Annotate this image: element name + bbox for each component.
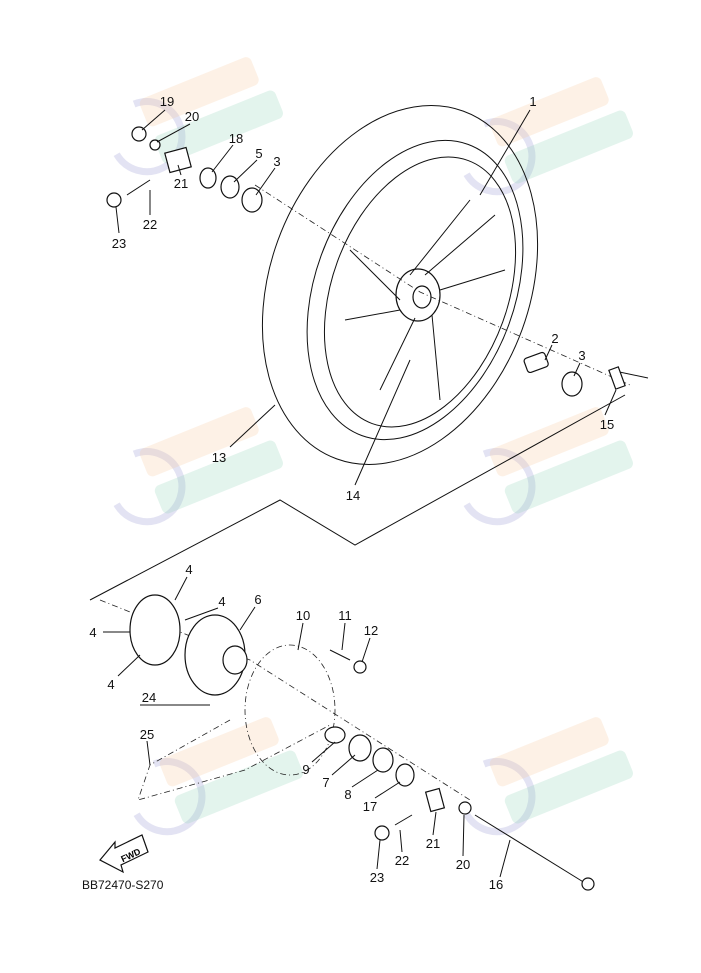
callout-4c: 4 [89, 625, 96, 640]
callout-18: 18 [229, 131, 243, 146]
fwd-arrow-icon: FWD [99, 834, 149, 874]
leader-lines [103, 109, 617, 878]
callout-23b: 23 [370, 870, 384, 885]
callout-14: 14 [346, 488, 360, 503]
callout-9: 9 [302, 762, 309, 777]
callout-4d: 4 [107, 677, 114, 692]
callout-13: 13 [212, 450, 226, 465]
watermark-mark [113, 57, 283, 176]
callout-21: 21 [174, 176, 188, 191]
watermark-mark [463, 717, 633, 836]
callout-23: 23 [112, 236, 126, 251]
callout-19: 19 [160, 94, 174, 109]
callout-25: 25 [140, 727, 154, 742]
callout-7: 7 [322, 775, 329, 790]
lower-drive-parts [129, 594, 595, 891]
callout-1: 1 [529, 94, 536, 109]
callout-20b: 20 [456, 857, 470, 872]
callout-4b: 4 [218, 594, 225, 609]
callout-24: 24 [142, 690, 156, 705]
watermark-logo [113, 57, 633, 836]
callout-17: 17 [363, 799, 377, 814]
axle-line-top [254, 184, 631, 386]
callout-2: 2 [551, 331, 558, 346]
callout-16: 16 [489, 877, 503, 892]
callout-3b: 3 [578, 348, 585, 363]
watermark-mark [113, 407, 283, 526]
callout-3: 3 [273, 154, 280, 169]
right-hub-parts [523, 351, 626, 397]
watermark-mark [463, 77, 633, 196]
callout-6: 6 [254, 592, 261, 607]
callout-5: 5 [255, 146, 262, 161]
callout-8: 8 [344, 787, 351, 802]
callout-labels: 19 20 18 5 3 21 22 23 1 2 3 15 13 14 4 4… [89, 94, 614, 892]
callout-11: 11 [338, 608, 352, 623]
wheel-tire [261, 105, 539, 465]
callout-15: 15 [600, 417, 614, 432]
callout-22: 22 [143, 217, 157, 232]
watermark-mark [463, 407, 633, 526]
callout-4a: 4 [185, 562, 192, 577]
callout-12: 12 [364, 623, 378, 638]
callout-10: 10 [296, 608, 310, 623]
callout-21b: 21 [426, 836, 440, 851]
callout-20: 20 [185, 109, 199, 124]
diagram-code: BB72470-S270 [82, 878, 164, 892]
callout-22b: 22 [395, 853, 409, 868]
